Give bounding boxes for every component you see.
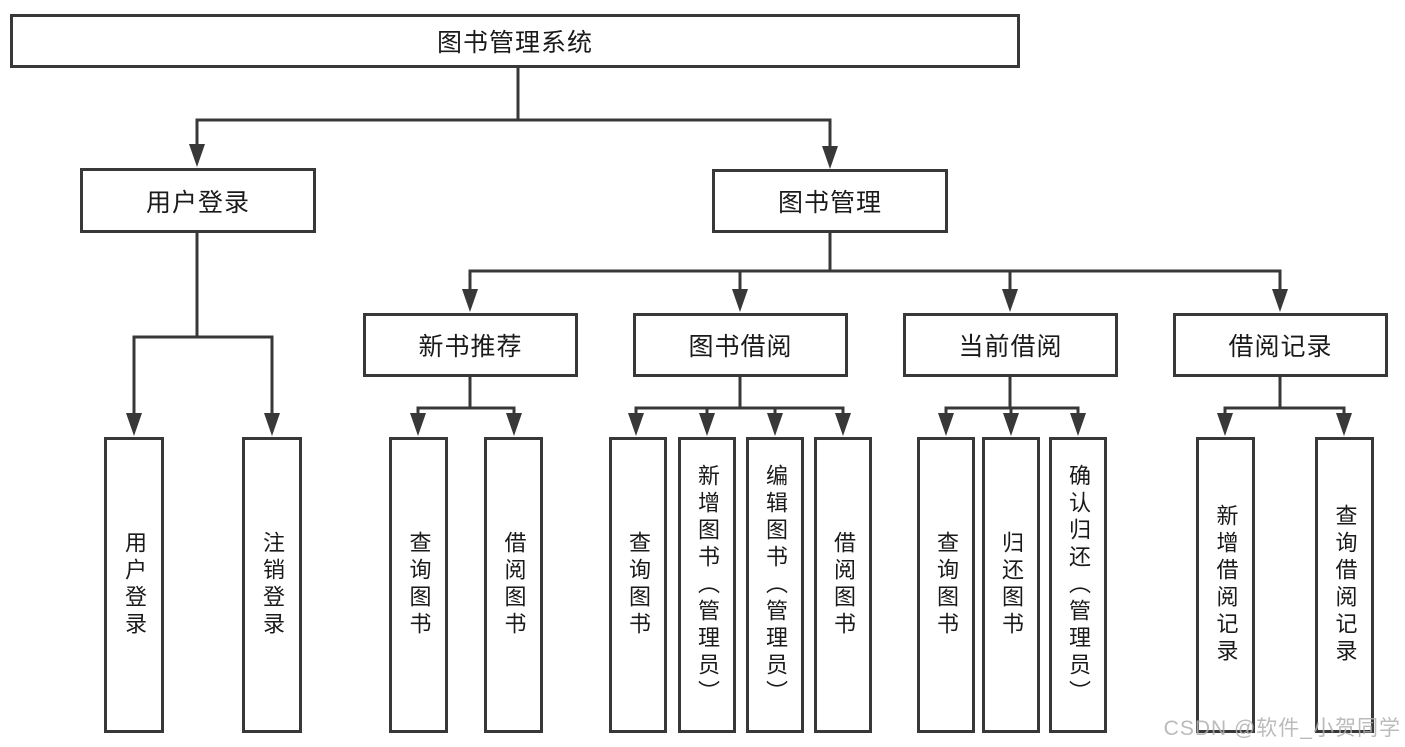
leaf-user-login: 用户登录 [104, 437, 164, 733]
node-user-login: 用户登录 [80, 168, 316, 233]
leaf-borrow-books-recommend: 借阅图书 [484, 437, 543, 733]
csdn-watermark: CSDN @软件_小贺同学 [1163, 717, 1401, 740]
node-root: 图书管理系统 [10, 14, 1020, 68]
node-new-book-recommend: 新书推荐 [363, 313, 578, 377]
leaf-borrow-books: 借阅图书 [814, 437, 872, 733]
node-book-borrowing: 图书借阅 [633, 313, 848, 377]
leaf-logout: 注销登录 [242, 437, 302, 733]
leaf-query-books-current: 查询图书 [917, 437, 975, 733]
leaf-query-books-recommend: 查询图书 [389, 437, 448, 733]
node-current-borrowing: 当前借阅 [903, 313, 1118, 377]
leaf-query-borrow-record: 查询借阅记录 [1315, 437, 1374, 733]
leaf-query-books-borrowing: 查询图书 [609, 437, 667, 733]
leaf-return-books: 归还图书 [982, 437, 1040, 733]
leaf-confirm-return-admin: 确认归还（管理员） [1049, 437, 1107, 733]
leaf-add-borrow-record: 新增借阅记录 [1196, 437, 1255, 733]
leaf-add-books-admin: 新增图书（管理员） [678, 437, 736, 733]
node-borrow-records: 借阅记录 [1173, 313, 1388, 377]
node-book-management: 图书管理 [712, 169, 948, 233]
arrowheads [126, 144, 1352, 436]
leaf-edit-books-admin: 编辑图书（管理员） [746, 437, 804, 733]
